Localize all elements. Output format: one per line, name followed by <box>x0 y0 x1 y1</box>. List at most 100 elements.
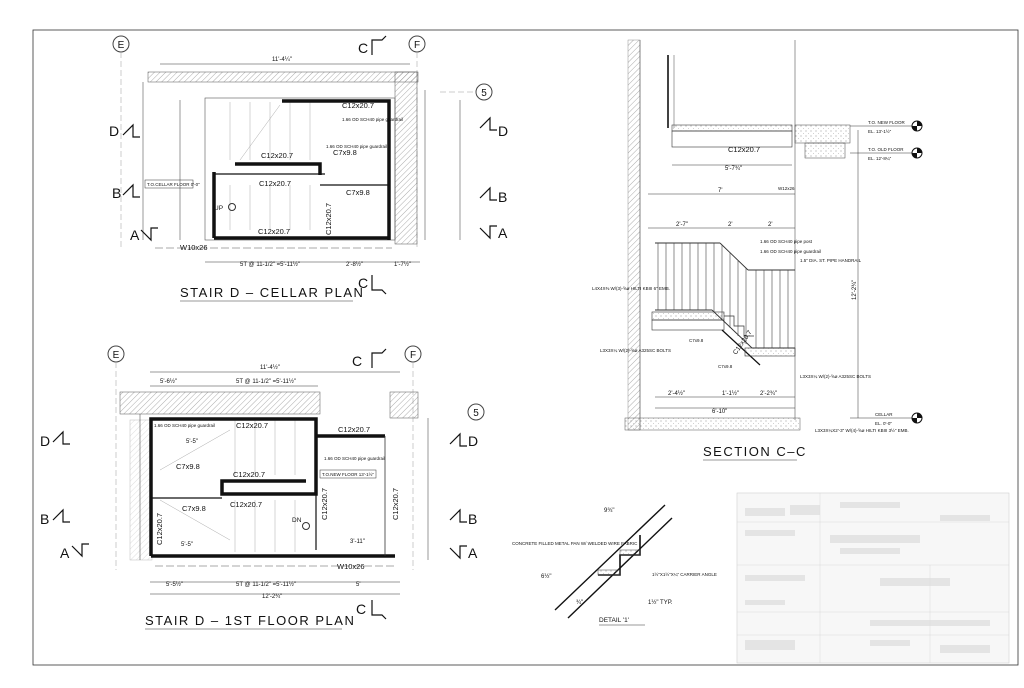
cellar-section-d-right: D <box>498 123 508 139</box>
cc-angle-left: L4X4X⅜ W/(3)-⅝ø HILTI KBIII 6" EMB. <box>592 286 670 291</box>
first-plan-title: STAIR D – 1ST FLOOR PLAN <box>145 613 355 628</box>
cc-c7-a: C7x9.8 <box>689 338 704 343</box>
first-guardrail-note-1: 1.66 OD SCH40 pipe guardrail <box>154 423 215 428</box>
cc-dim-bot-0: 2'-4½" <box>668 390 685 397</box>
first-member-right-v: C12x20.7 <box>391 488 400 520</box>
guardrail-note-2: 1.66 OD SCH40 pipe guardrail <box>326 144 387 149</box>
cellar-section-markers <box>122 35 497 295</box>
cc-dim-top-0: 2'-7" <box>676 222 688 228</box>
first-grid-f: F <box>410 350 416 361</box>
section-cc: C12x20.7 5'-7¾" W12x26 7' T.O. NEW FLOOR… <box>592 39 923 461</box>
cc-c7-b: C7x9.8 <box>718 364 733 369</box>
first-member-top-right: C12x20.7 <box>338 425 370 434</box>
detail-dim-typ: 1½" TYP. <box>648 599 673 606</box>
first-top-dim-1: 5T @ 11-1/2" =5'-11½" <box>236 378 296 385</box>
first-dim-landing-bottom: 5'-5" <box>181 542 193 548</box>
cc-dim-mid: 7' <box>718 188 722 194</box>
cc-old-floor-el: EL. 12'-8¼" <box>868 156 892 161</box>
cellar-section-d-left: D <box>109 123 119 139</box>
first-overall-dim: 11'-4½" <box>260 364 280 371</box>
cellar-section-b-left: B <box>112 185 121 201</box>
guardrail-note-1: 1.66 OD SCH40 pipe guardrail <box>342 117 403 122</box>
detail-1: CONCRETE FILLED METAL PAN W/ WELDED WIRE… <box>512 504 717 626</box>
member-label-bottom: C12x20.7 <box>258 227 290 236</box>
grid-label-f: F <box>414 40 420 51</box>
first-section-markers <box>52 348 467 620</box>
first-member-lower: C12x20.7 <box>230 500 262 509</box>
first-section-b-right: B <box>468 511 477 527</box>
grid-bubble-5 <box>475 83 493 101</box>
cc-dim-width: 6'-10" <box>712 409 727 415</box>
cellar-section-b-right: B <box>498 189 507 205</box>
first-floor-tag: T.O.NEW FLOOR 13'-1½" <box>322 471 374 477</box>
first-section-b-left: B <box>40 511 49 527</box>
detail-dim-bot: ¾" <box>576 600 583 606</box>
first-total-dim: 12'-2¾" <box>262 594 282 600</box>
cellar-plan: E F 5 11'-4¼" <box>112 35 493 302</box>
right-wall <box>394 71 418 245</box>
top-wall <box>147 71 419 83</box>
first-bottom-dim-2: 5' <box>356 582 360 588</box>
up-arrow-label: UP <box>214 205 223 212</box>
detail-dim-left: 6½" <box>541 573 551 580</box>
cellar-section-c-bottom: C <box>358 275 368 291</box>
cc-angle-right: L3X3X¼ W/(2)-⅝ø A325SC BOLTS <box>800 374 871 379</box>
first-dim-landing: 5'-5" <box>186 439 198 445</box>
first-dim-c: 3'-11" <box>350 539 365 545</box>
cellar-plan-title: STAIR D – CELLAR PLAN <box>180 285 364 300</box>
member-label-vertical: C12x20.7 <box>324 203 333 235</box>
cellar-dim-b: 1'-7½" <box>394 261 411 268</box>
cc-guardrail-note: 1.66 OD SCH40 pipe guardrail <box>760 249 821 254</box>
cc-dim-height: 12'-2¾" <box>852 280 858 300</box>
first-grid-e: E <box>113 350 120 361</box>
member-label-mid-row: C12x20.7 <box>259 179 291 188</box>
first-bottom-dim-0: 5'-5½" <box>166 581 183 588</box>
cc-post-note: 1.66 OD SCH40 pipe post <box>760 239 813 244</box>
detail-dim-top: 9¾" <box>604 508 614 514</box>
first-member-c7-b: C7x9.8 <box>182 504 206 513</box>
cellar-section-c-top: C <box>358 40 368 56</box>
cc-dim-top-1: 2' <box>728 222 732 228</box>
first-section-a-left: A <box>60 545 70 561</box>
cc-handrail-note: 1.5" DIA. ST. PIPE HANDRAIL <box>800 258 862 263</box>
first-top-dim-0: 5'-6½" <box>160 378 177 385</box>
grid-label-5: 5 <box>481 88 487 99</box>
cc-dim-bot-1: 1'-1½" <box>722 390 739 397</box>
cellar-floor-tag: T.O.CELLAR FLOOR 0'-0" <box>147 182 200 187</box>
cellar-section-a-left: A <box>130 227 140 243</box>
first-grid-5: 5 <box>473 408 479 419</box>
first-section-d-left: D <box>40 433 50 449</box>
first-section-a-right: A <box>468 545 478 561</box>
cellar-dim-a: 2'-8½" <box>346 261 363 268</box>
detail-carrier-note: 1½"X1½"X¼" CARRIER ANGLE <box>652 571 717 577</box>
cc-angle-bottom: L3X3X¼X2'-3" W/(4)-⅝ø HILTI KBIII 3½" EM… <box>815 427 909 433</box>
cc-cellar: CELLAR <box>875 412 893 417</box>
cc-cellar-el: EL. 0'-0" <box>875 421 892 426</box>
first-section-c-bottom: C <box>356 601 366 617</box>
first-member-center-v: C12x20.7 <box>320 488 329 520</box>
detail-title: DETAIL '1' <box>599 617 629 624</box>
cc-dim-upper: 5'-7¾" <box>725 166 742 172</box>
cc-angle-mid: L3X3X¼ W/(2)-⅝ø A325SC BOLTS <box>600 348 671 353</box>
first-bottom-dim-1: 5T @ 11-1/2" =5'-11½" <box>236 581 296 588</box>
cellar-overall-dim: 11'-4¼" <box>272 57 292 63</box>
title-block <box>736 492 1010 664</box>
sheet-border <box>32 29 1019 666</box>
cc-dim-bot-2: 2'-2¾" <box>760 391 777 397</box>
cc-old-floor: T.O. OLD FLOOR <box>868 147 904 152</box>
cellar-tread-dim: 5T @ 11-1/2" =5'-11½" <box>240 261 300 268</box>
first-guardrail-note-2: 1.66 OD SCH40 pipe guardrail <box>324 456 385 461</box>
cc-top-member: C12x20.7 <box>728 145 760 154</box>
first-section-d-right: D <box>468 433 478 449</box>
first-w-beam: W10x26 <box>337 562 365 571</box>
grid-label-e: E <box>118 40 125 51</box>
cc-dim-top-2: 2' <box>768 222 772 228</box>
down-arrow-label: DN <box>292 517 302 524</box>
cellar-w-beam: W10x26 <box>180 243 208 252</box>
member-label-mid-left: C12x20.7 <box>261 151 293 160</box>
member-label-c7-top: C7x9.8 <box>333 148 357 157</box>
section-cc-title: SECTION C–C <box>703 444 807 459</box>
cellar-section-a-right: A <box>498 225 508 241</box>
